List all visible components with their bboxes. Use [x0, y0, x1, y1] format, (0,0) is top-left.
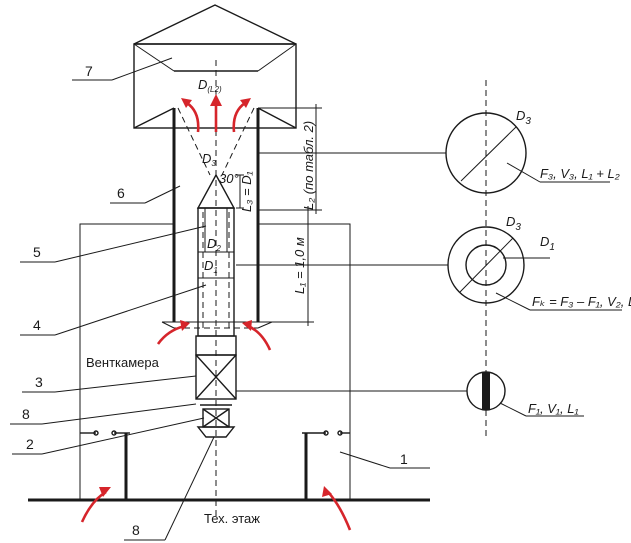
l2-dimension-label: L₂ (по табл. 2) — [301, 121, 316, 210]
airflow-arrows — [80, 94, 352, 531]
callout-5: 5 — [33, 244, 41, 260]
circle-top — [258, 112, 610, 194]
fan-unit — [195, 335, 237, 438]
callout-4: 4 — [33, 317, 41, 333]
l3-dimension-label: L₃ = D₁ — [239, 171, 254, 212]
d2-label: D2 — [207, 236, 221, 253]
circle-top-formula: F₃, V₃, L₁ + L₂ — [540, 166, 620, 181]
callout-8-upper: 8 — [22, 406, 30, 422]
circle-mid — [236, 226, 622, 311]
circle-top-d3-label: D3 — [516, 108, 531, 127]
dimension-lines — [236, 104, 322, 326]
callout-7: 7 — [85, 63, 93, 79]
callout-leaders — [10, 57, 430, 541]
angle-label: 30° — [219, 171, 239, 186]
circle-mid-d1-label: D1 — [540, 234, 555, 253]
circle-mid-d3-label: D3 — [506, 214, 521, 233]
callout-2: 2 — [26, 436, 34, 452]
ventkamera-label: Венткамера — [86, 355, 160, 370]
callout-1: 1 — [400, 451, 408, 467]
inner-pipe — [196, 173, 236, 337]
d3-label-shaft: D3 — [202, 151, 216, 168]
circle-bot-formula: F₁, V₁, L₁ — [528, 401, 579, 416]
tech-floor-label: Тех. этаж — [204, 511, 260, 526]
outer-shaft — [161, 107, 273, 329]
d-l2-label: D(L2) — [198, 77, 222, 94]
circle-mid-formula: Fₖ = F₃ – F₁, V₂, L₂ — [532, 294, 631, 309]
l1-dimension-label: L₁ = 1,0 м — [292, 237, 307, 294]
callout-8-lower: 8 — [132, 522, 140, 538]
callout-6: 6 — [117, 185, 125, 201]
circle-bottom — [236, 371, 584, 417]
d1-label-pipe: D1 — [204, 258, 218, 275]
callout-3: 3 — [35, 374, 43, 390]
